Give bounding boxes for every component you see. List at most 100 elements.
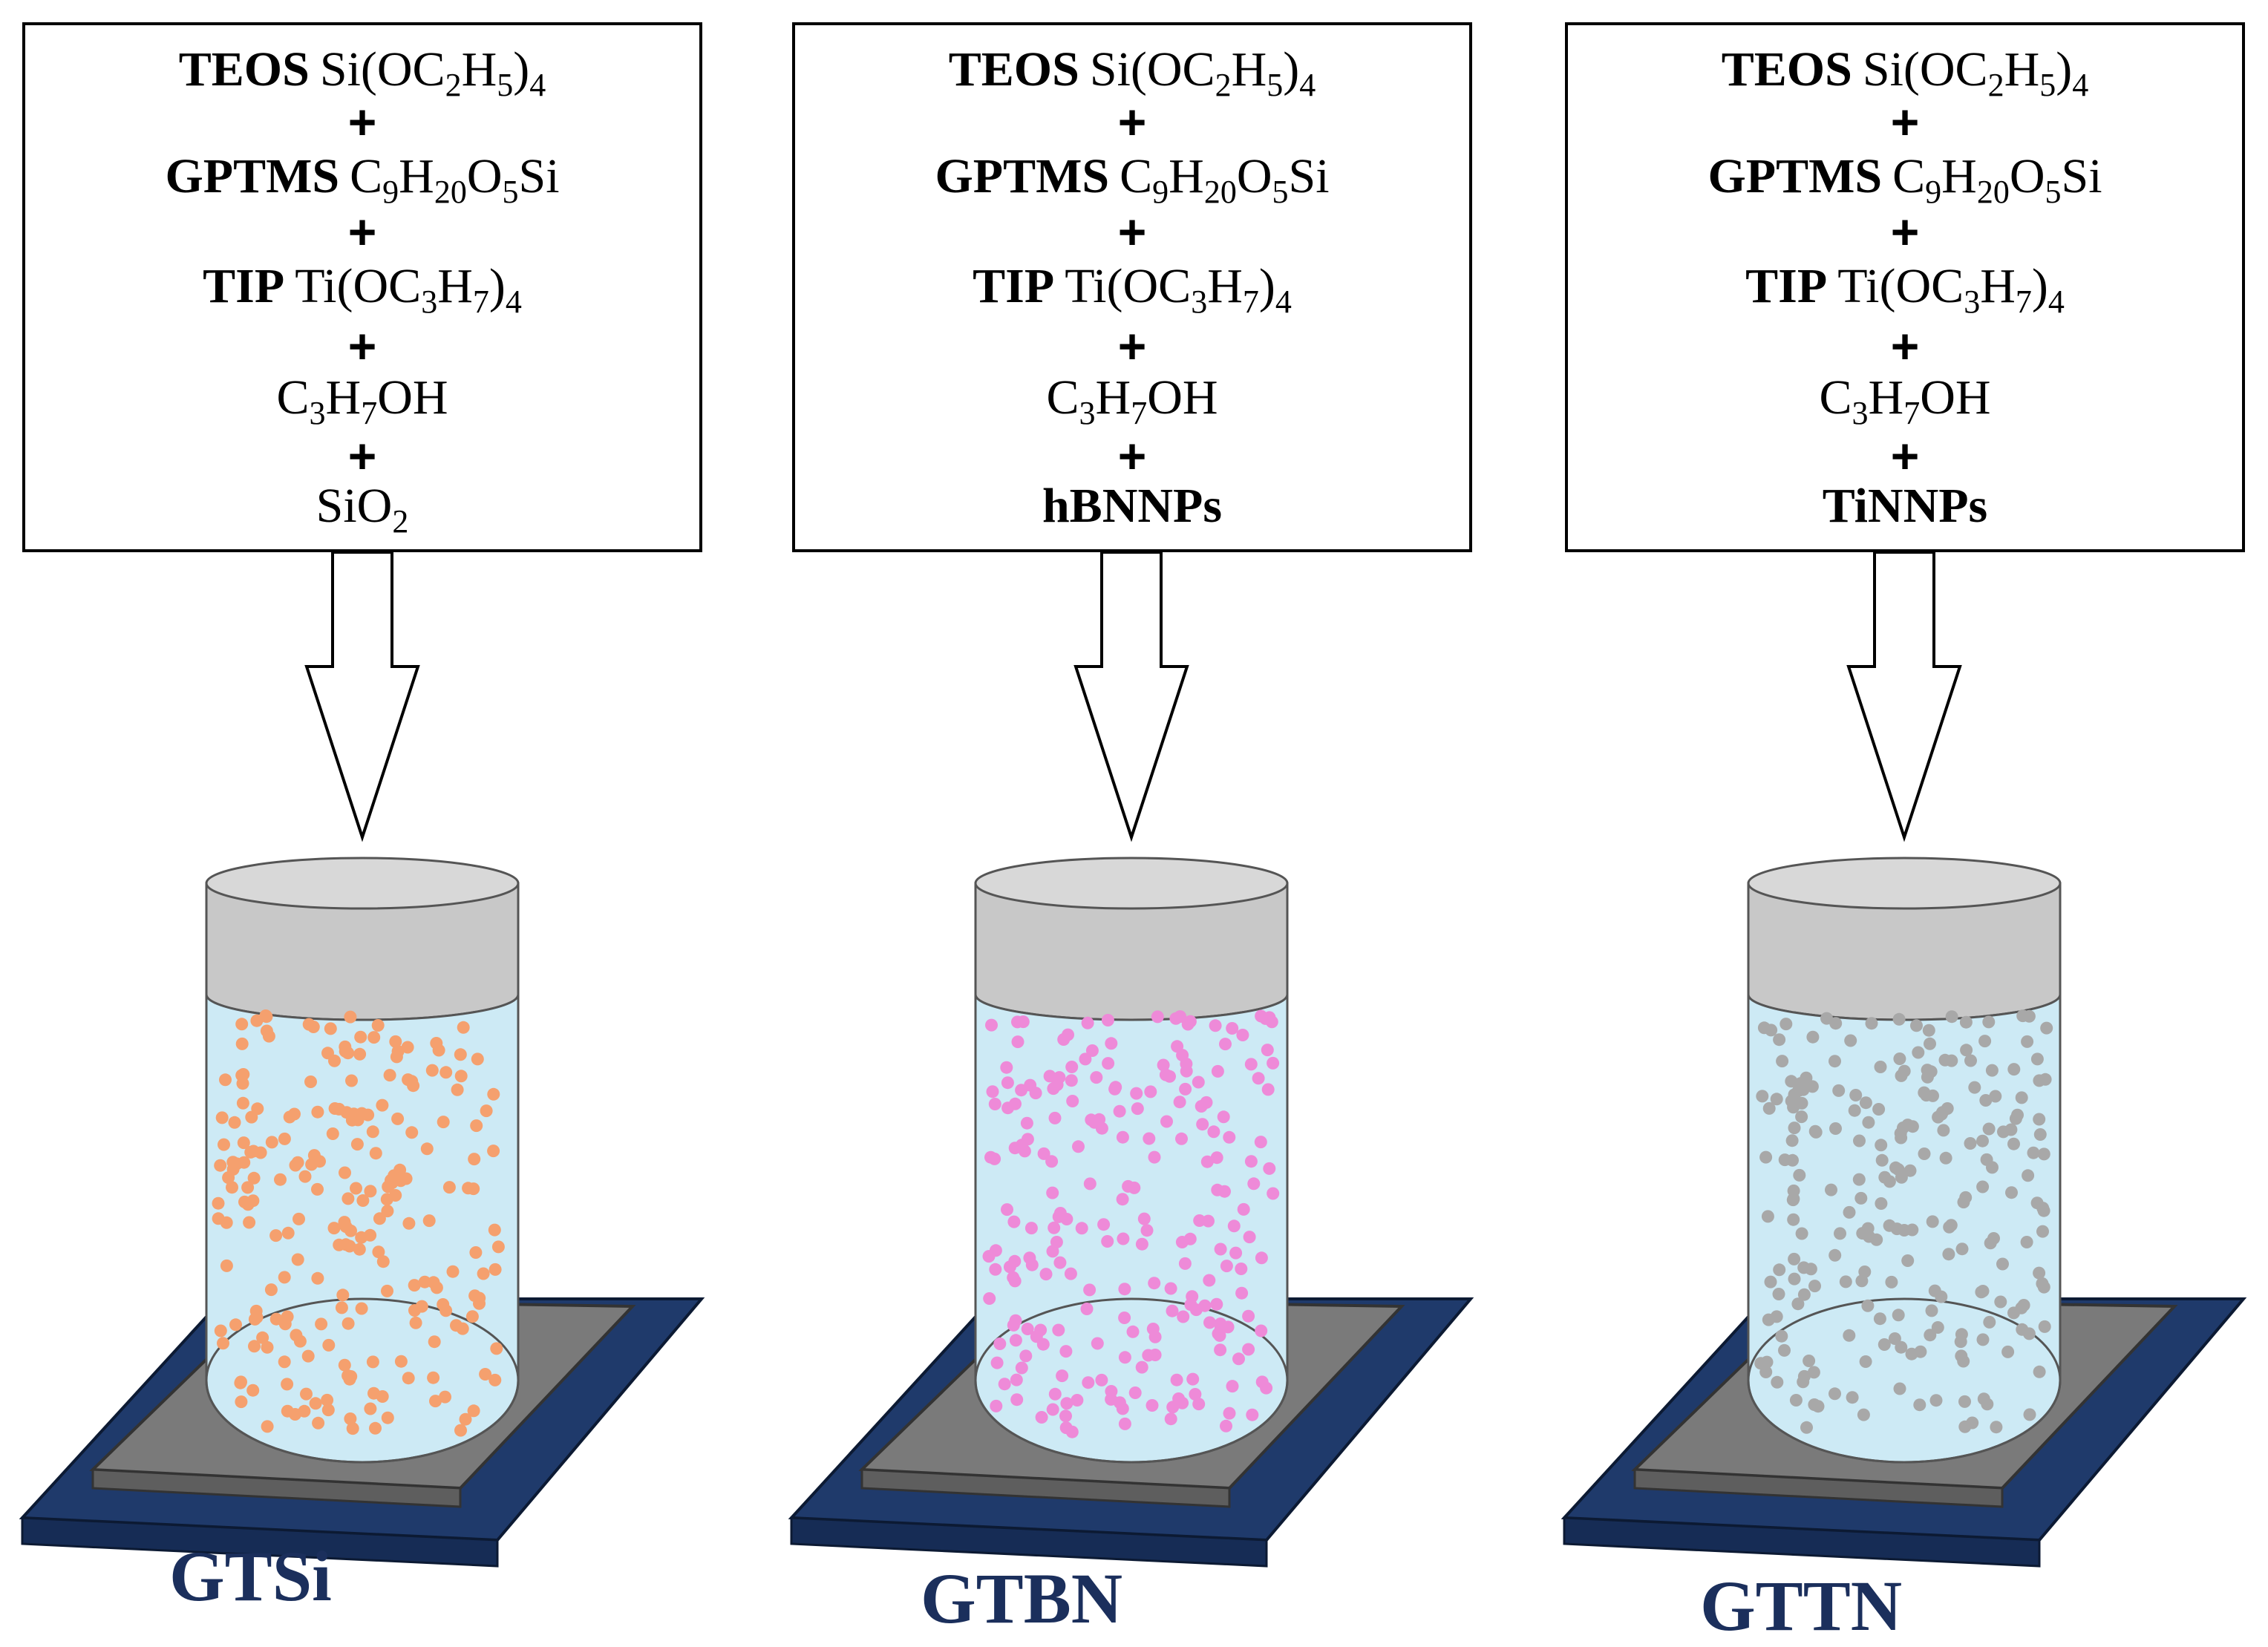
particle (261, 1340, 274, 1354)
particle (298, 1404, 311, 1418)
particle (311, 1182, 324, 1196)
particle (1083, 1177, 1097, 1191)
particle (1910, 1019, 1923, 1032)
particle (1926, 1215, 1939, 1228)
particle (1116, 1130, 1129, 1144)
particle (278, 1132, 291, 1145)
particle (394, 1355, 408, 1368)
particle (1255, 1324, 1268, 1337)
particle (1064, 1267, 1077, 1280)
particle (1203, 1316, 1216, 1329)
particle (236, 1096, 249, 1110)
particle (220, 1259, 233, 1272)
particle (1164, 1282, 1177, 1295)
teos-name: TEOS (178, 42, 310, 96)
particle (391, 1112, 405, 1125)
particle (1001, 1101, 1015, 1115)
particle (1873, 1312, 1886, 1326)
particle (1261, 1044, 1274, 1057)
particle (1015, 1084, 1028, 1097)
particle (1829, 1248, 1842, 1262)
particle (264, 1283, 278, 1297)
particle (1759, 1150, 1773, 1164)
particle (274, 1173, 287, 1186)
sub: 2 (445, 67, 462, 103)
particle (1045, 1155, 1059, 1168)
particle (344, 1010, 357, 1024)
teos-name: TEOS (948, 42, 1079, 96)
particle (1935, 1106, 1949, 1119)
particle (1052, 1210, 1065, 1223)
beaker-rim (205, 857, 520, 910)
particle (1843, 1329, 1856, 1342)
particle (1246, 1408, 1259, 1421)
particle (345, 1074, 358, 1087)
particle (420, 1142, 434, 1156)
particle (1171, 1040, 1184, 1053)
particle (278, 1355, 291, 1369)
particle (321, 1047, 334, 1060)
particle (354, 1030, 367, 1044)
particle (364, 1185, 377, 1198)
particle (1011, 1015, 1024, 1029)
particle (355, 1302, 368, 1315)
particle (985, 1018, 998, 1032)
particle (1048, 1387, 1062, 1401)
particle (326, 1127, 339, 1140)
particle (1994, 1295, 2007, 1309)
particle (1959, 1015, 1973, 1029)
particle (488, 1263, 502, 1276)
particle (1151, 1010, 1164, 1024)
particle (1148, 1150, 1161, 1164)
particle (1978, 1035, 1992, 1048)
particle (1226, 1022, 1239, 1035)
formula-part: H (2004, 42, 2040, 96)
particle (234, 1376, 247, 1389)
particle (2009, 1112, 2022, 1125)
particle (2015, 1301, 2028, 1314)
particle (265, 1136, 278, 1149)
particle (1160, 1115, 1173, 1128)
particle (1944, 1219, 1958, 1232)
particle (1906, 1120, 1919, 1133)
particle (1955, 1242, 1969, 1256)
formula-part: C (276, 370, 310, 425)
particle (1082, 1376, 1095, 1389)
particle (454, 1070, 468, 1083)
particle (1053, 1256, 1067, 1269)
particle (1170, 1373, 1183, 1386)
particle (1921, 1064, 1934, 1077)
particle (456, 1322, 469, 1335)
particle (1244, 1058, 1258, 1071)
particle (491, 1240, 505, 1254)
particle (1772, 1288, 1785, 1300)
particle (1164, 1412, 1177, 1426)
particle (1000, 1061, 1013, 1074)
particle (235, 1069, 249, 1082)
particle (1865, 1017, 1878, 1030)
particle (1223, 1130, 1236, 1144)
particle (371, 1019, 385, 1032)
particle (1008, 1142, 1022, 1155)
particle (1788, 1252, 1801, 1265)
particle (1219, 1038, 1232, 1051)
particle (367, 1031, 381, 1044)
particle (248, 1340, 261, 1353)
particle (1243, 1231, 1256, 1244)
teos-formula: Si(OC (319, 42, 445, 96)
particle (2004, 1123, 2018, 1136)
particle (1839, 1275, 1852, 1289)
particle (217, 1337, 229, 1350)
particle (218, 1138, 230, 1151)
particle (1053, 1071, 1066, 1084)
hotplate-top-edge (1633, 1468, 2004, 1508)
particle (469, 1246, 483, 1259)
particle (1924, 1329, 1937, 1342)
sub: 7 (1242, 284, 1259, 320)
particle (1237, 1202, 1250, 1216)
particle (1843, 1205, 1856, 1219)
particle (1892, 1012, 1906, 1026)
particle (1859, 1096, 1872, 1110)
